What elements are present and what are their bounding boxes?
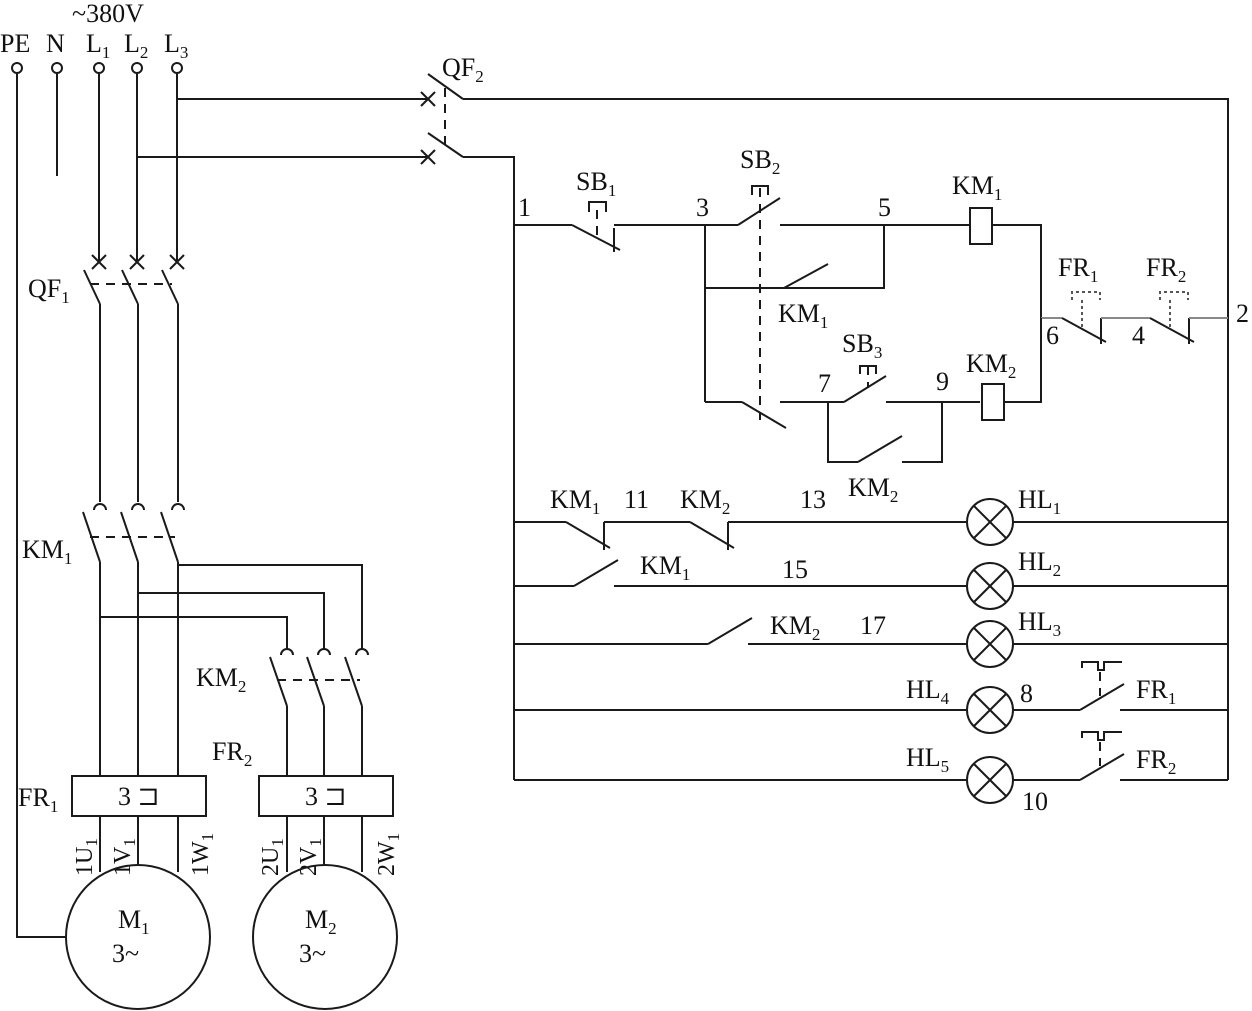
fr1-control-label: FR1 [1058,253,1098,286]
hl5-fr2-contact: FR2 [1079,731,1176,781]
l1-label: L1 [86,29,110,62]
fr1-control-contact: FR1 [1058,253,1107,344]
node-5: 5 [878,193,891,222]
km2-main-contacts: KM2 [196,648,369,707]
node-4: 4 [1132,321,1145,350]
hl1-km2-label: KM2 [680,485,730,518]
l3-terminal [171,62,183,74]
pe-label: PE [0,29,30,58]
node-9: 9 [936,367,949,396]
sb1-label: SB1 [576,167,616,200]
hl4-fr1-contact: FR1 [1079,661,1176,711]
qf1-label: QF1 [28,274,70,307]
fr2-main-label: FR2 [212,737,252,770]
node-2: 2 [1236,299,1249,328]
motor-m2: M2 3~ [252,864,398,1010]
node-17: 17 [860,611,886,640]
km2-main-label: KM2 [196,663,246,696]
sb2-start-button: SB2 [737,145,781,420]
km1-aux-label: KM1 [778,299,828,332]
motor-m1: M1 3~ [65,864,211,1010]
sb3-label: SB3 [842,329,882,362]
km1-main-contacts: KM1 [22,503,185,568]
hl1-km1-label: KM1 [550,485,600,518]
lamp-rungs: KM1 11 KM2 13 HL1 KM1 15 HL2 [514,485,1228,816]
km2-coil-label: KM2 [966,349,1016,382]
l1-terminal [93,62,105,74]
l2-label: L2 [124,29,148,62]
fr2-control-label: FR2 [1146,253,1186,286]
sb3-start-button: SB3 [842,329,887,403]
node-3: 3 [696,193,709,222]
m2-w-label: 2W1 [374,833,403,876]
fr1-block-text: 3 ⊐ [118,782,160,811]
hl1-label: HL1 [1018,485,1061,518]
hl4-lamp: HL4 [906,675,1014,734]
motor1-phase: 3~ [112,939,139,968]
l3-label: L3 [164,29,188,62]
motor1-label: M1 [118,905,150,938]
power-circuit: QF1 KM1 [16,73,403,1010]
m1-u-label: 1U1 [72,838,101,876]
m1-v-label: 1V1 [110,838,139,876]
motor2-phase: 3~ [299,939,326,968]
hl2-km1-label: KM1 [640,551,690,584]
qf1-breaker: QF1 [28,254,185,307]
hl5-label: HL5 [906,743,949,776]
node-15: 15 [782,555,808,584]
km2-aux-label: KM2 [848,473,898,506]
node-7: 7 [818,369,831,398]
n-terminal [51,62,63,74]
node-11: 11 [624,485,649,514]
control-circuit: QF2 1 SB1 3 SB2 5 KM1 [137,53,1249,816]
fr2-control-contact: FR2 [1146,253,1195,344]
node-10: 10 [1022,787,1048,816]
km1-coil: KM1 [952,171,1002,245]
hl1-lamp: HL1 [966,485,1061,546]
qf2-breaker: QF2 [420,53,484,165]
hl5-lamp: HL5 [906,743,1014,804]
sb2-label: SB2 [740,145,780,178]
hl2-lamp: HL2 [966,547,1061,610]
node-13: 13 [800,485,826,514]
hl5-fr2-label: FR2 [1136,745,1176,778]
km2-coil: KM2 [966,349,1016,421]
l2-terminal [131,62,143,74]
pe-wire [16,73,66,938]
pe-terminal [11,62,23,74]
node-8: 8 [1020,679,1033,708]
hl3-lamp: HL3 [966,607,1061,668]
fr2-thermal-relay: 3 ⊐ FR2 [212,737,394,817]
supply-terminals: ~380V PE N L1 L2 L3 [0,0,188,74]
m2-u-label: 2U1 [258,838,287,876]
sb1-stop-button: SB1 [571,167,621,252]
fr1-main-label: FR1 [18,783,58,816]
node-1: 1 [518,193,531,222]
motor2-label: M2 [305,905,337,938]
fr1-thermal-relay: 3 ⊐ FR1 [18,775,207,817]
hl4-fr1-label: FR1 [1136,675,1176,708]
km1-main-label: KM1 [22,535,72,568]
qf2-label: QF2 [442,53,484,86]
km1-coil-label: KM1 [952,171,1002,204]
node-6: 6 [1046,321,1059,350]
hl3-km2-label: KM2 [770,611,820,644]
hl3-label: HL3 [1018,607,1061,640]
hl4-label: HL4 [906,675,950,708]
n-label: N [46,29,65,58]
m1-w-label: 1W1 [188,833,217,876]
supply-voltage-label: ~380V [72,0,144,28]
hl2-label: HL2 [1018,547,1061,580]
fr2-block-text: 3 ⊐ [305,782,347,811]
